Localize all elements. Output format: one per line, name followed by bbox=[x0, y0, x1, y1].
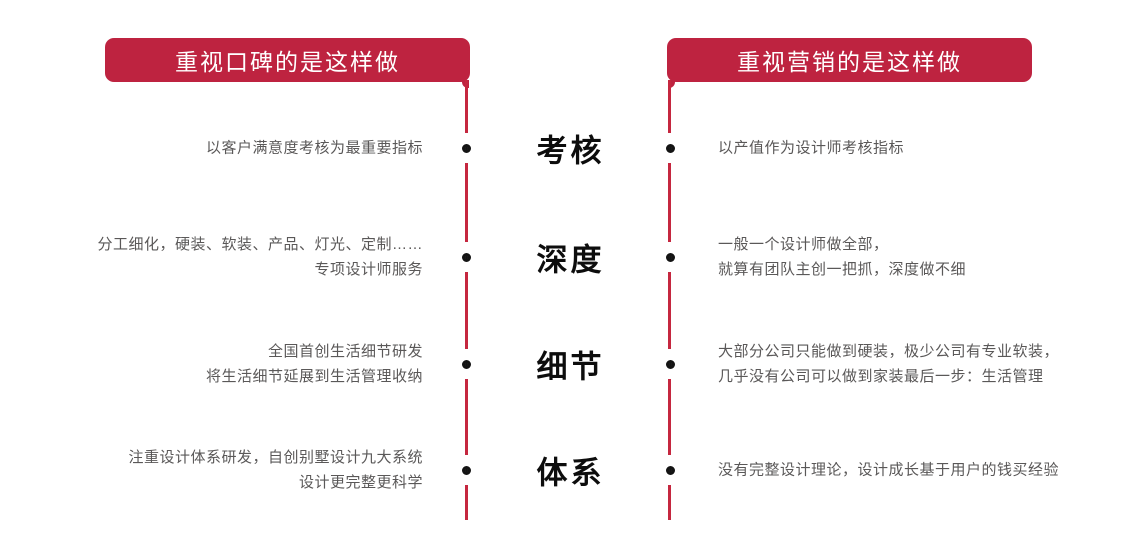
left-timeline-line bbox=[465, 80, 468, 520]
target-bullet-icon bbox=[659, 133, 681, 163]
left-header-banner: 重视口碑的是这样做 bbox=[105, 38, 470, 88]
target-bullet-icon bbox=[461, 465, 471, 475]
target-bullet-icon bbox=[461, 143, 471, 153]
left-point-text: 分工细化，硬装、软装、产品、灯光、定制…… 专项设计师服务 bbox=[97, 236, 423, 278]
right-point-text: 以产值作为设计师考核指标 bbox=[718, 139, 905, 157]
right-point-text: 没有完整设计理论，设计成长基于用户的钱买经验 bbox=[718, 461, 1060, 479]
target-bullet-icon bbox=[461, 359, 471, 369]
left-point-text: 注重设计体系研发，自创别墅设计九大系统 设计更完整更科学 bbox=[128, 449, 423, 491]
target-bullet-icon bbox=[455, 133, 477, 163]
target-bullet-icon bbox=[461, 252, 471, 262]
target-bullet-icon bbox=[455, 455, 477, 485]
left-point-text: 以客户满意度考核为最重要指标 bbox=[205, 139, 423, 157]
target-bullet-icon bbox=[659, 242, 681, 272]
dimension-label: 深度 bbox=[536, 242, 605, 278]
target-bullet-icon bbox=[665, 465, 675, 475]
dimension-label: 考核 bbox=[536, 133, 605, 169]
target-bullet-icon bbox=[455, 349, 477, 379]
target-bullet-icon bbox=[665, 252, 675, 262]
dimension-label: 体系 bbox=[536, 455, 605, 491]
target-bullet-icon bbox=[665, 359, 675, 369]
left-point-text: 全国首创生活细节研发 将生活细节延展到生活管理收纳 bbox=[205, 343, 423, 385]
right-timeline-line bbox=[668, 80, 671, 520]
left-header-title: 重视口碑的是这样做 bbox=[175, 49, 400, 75]
right-point-text: 大部分公司只能做到硬装，极少公司有专业软装， 几乎没有公司可以做到家装最后一步：… bbox=[718, 343, 1060, 385]
target-bullet-icon bbox=[659, 349, 681, 379]
right-header-title: 重视营销的是这样做 bbox=[737, 49, 962, 75]
dimension-label: 细节 bbox=[536, 349, 605, 385]
banner-stem bbox=[668, 80, 675, 88]
right-header-banner: 重视营销的是这样做 bbox=[667, 38, 1032, 88]
target-bullet-icon bbox=[665, 143, 675, 153]
right-point-text: 一般一个设计师做全部， 就算有团队主创一把抓，深度做不细 bbox=[718, 236, 967, 278]
target-bullet-icon bbox=[659, 455, 681, 485]
target-bullet-icon bbox=[455, 242, 477, 272]
